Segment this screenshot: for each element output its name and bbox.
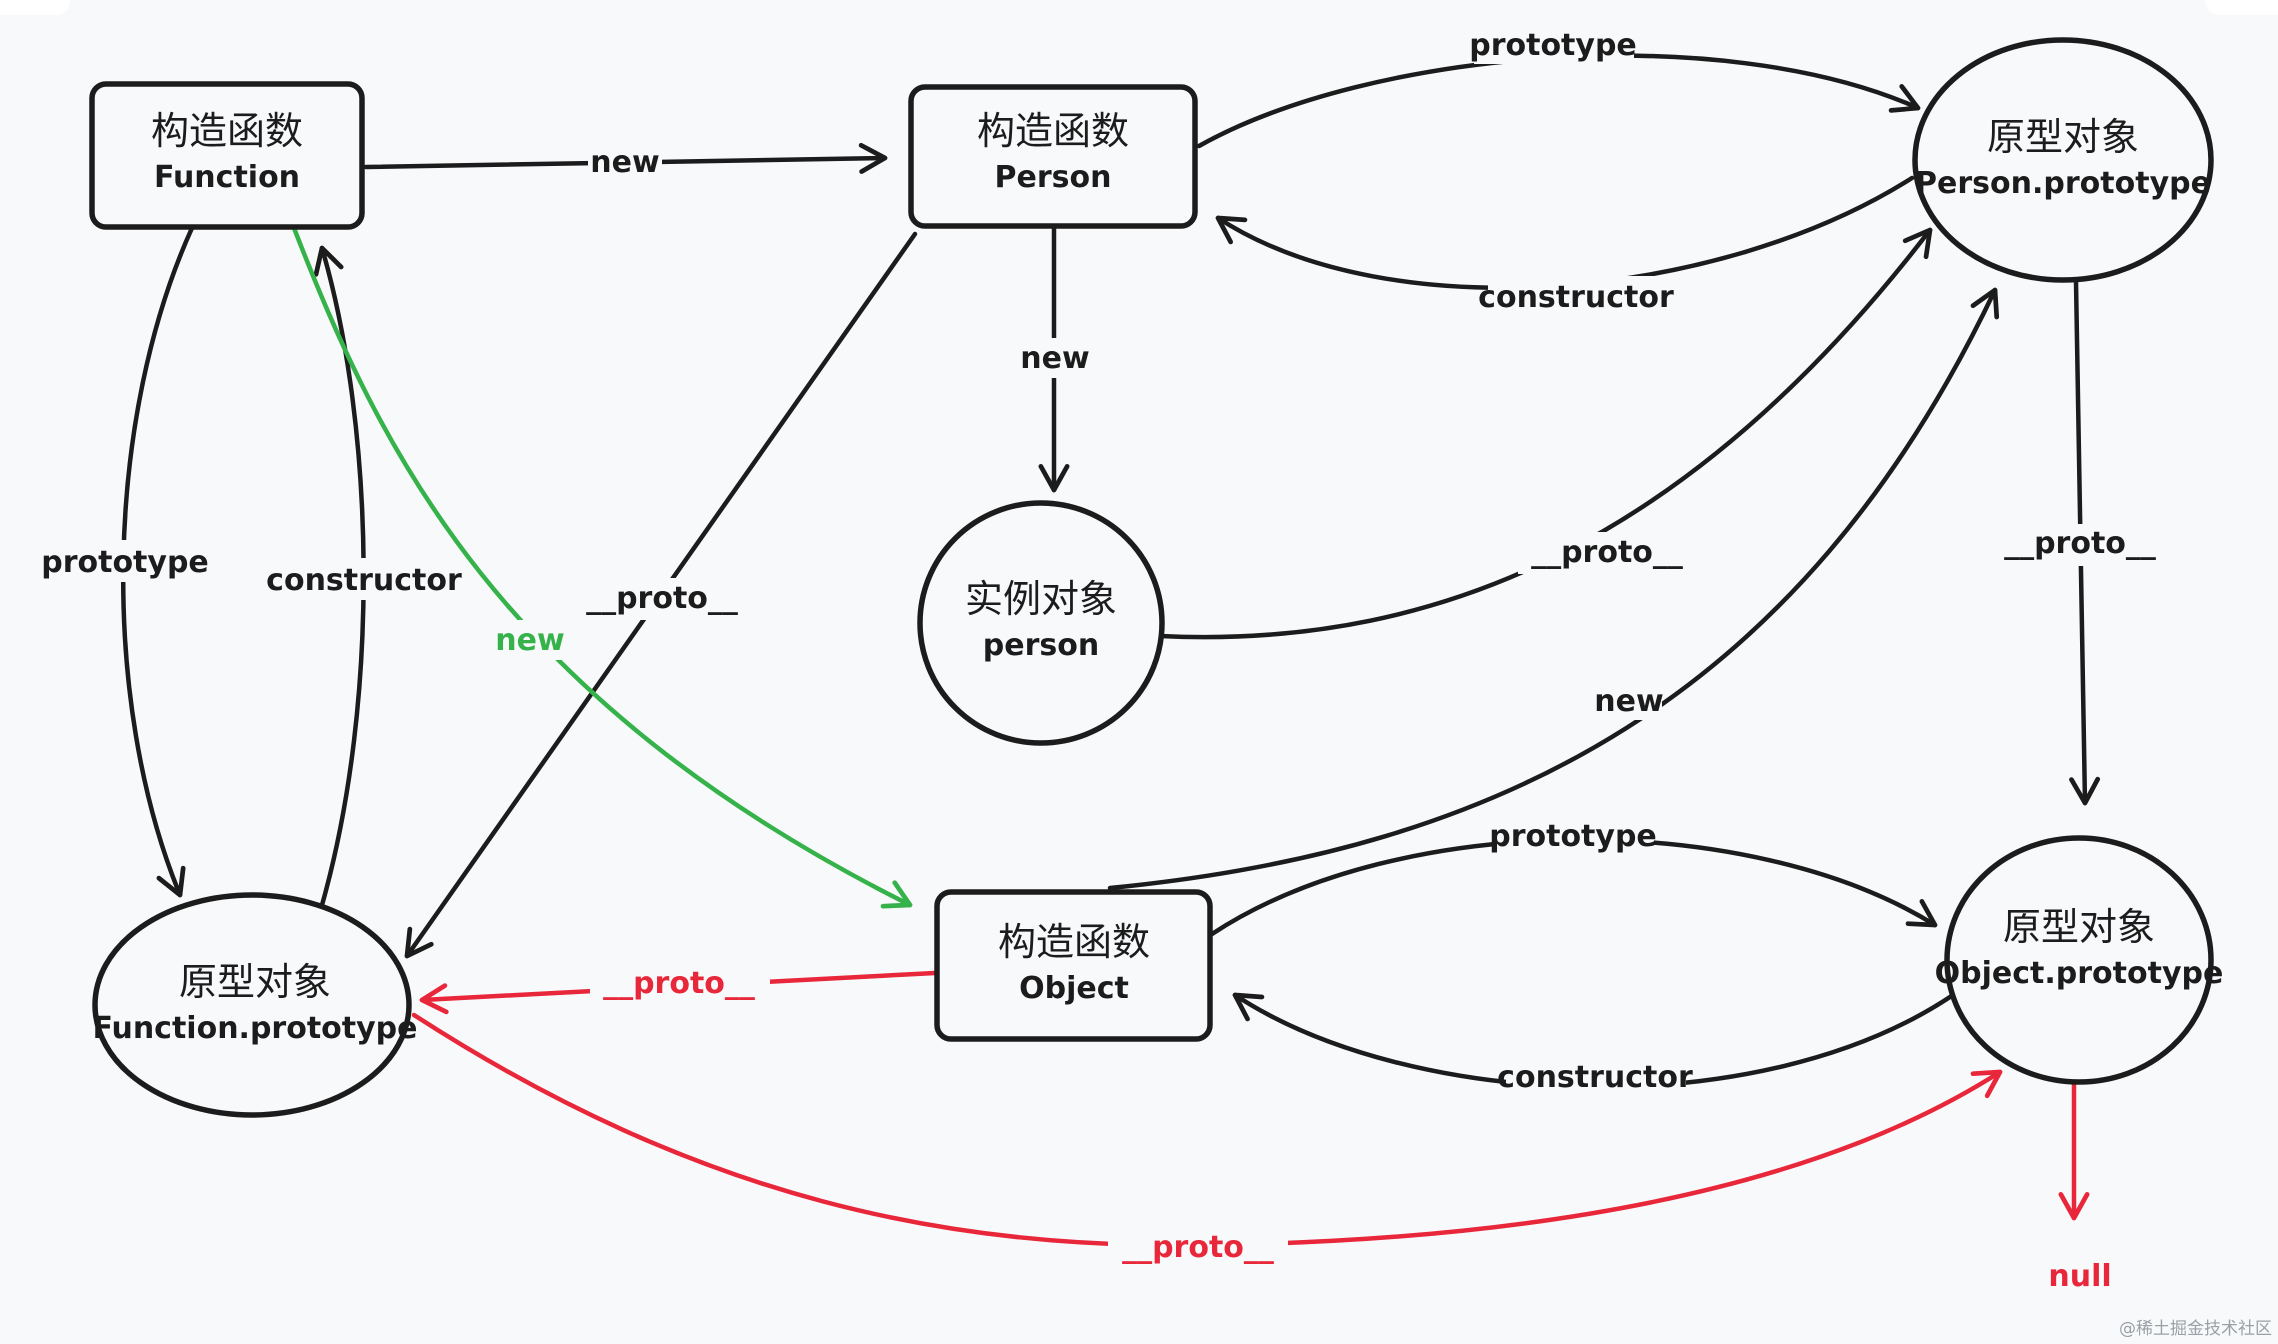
edge-function-new-object <box>291 225 913 909</box>
function-proto-subtitle: Function.prototype <box>92 1011 417 1046</box>
node-person-constructor: 构造函数 Person <box>908 84 1198 229</box>
label-function-proto-proto: __proto__ <box>1108 1226 1288 1268</box>
instance-title: 实例对象 <box>965 577 1117 621</box>
node-function-constructor: 构造函数 Function <box>89 81 365 230</box>
node-object-constructor: 构造函数 Object <box>934 889 1213 1042</box>
label-function-prototype: prototype <box>41 540 209 582</box>
function-ctor-title: 构造函数 <box>151 109 303 153</box>
label-function-new-object: new <box>495 620 565 660</box>
svg-text:__proto__: __proto__ <box>1122 1230 1274 1265</box>
person-ctor-title: 构造函数 <box>977 109 1129 153</box>
label-person-new-instance: new <box>1020 338 1090 378</box>
person-ctor-subtitle: Person <box>995 160 1112 195</box>
svg-text:constructor: constructor <box>266 563 462 598</box>
label-person-constructor: constructor <box>1478 276 1674 316</box>
node-person-prototype: 原型对象 Person.prototype <box>1912 37 2214 283</box>
svg-text:__proto__: __proto__ <box>2004 526 2156 561</box>
object-proto-title: 原型对象 <box>2003 905 2155 949</box>
svg-text:new: new <box>590 145 659 180</box>
label-person-proto-proto: __proto__ <box>1990 524 2170 566</box>
svg-text:null: null <box>2048 1259 2111 1294</box>
label-instance-proto: __proto__ <box>1518 532 1698 574</box>
edge-person-constructor <box>1215 175 1915 290</box>
corner-card-left <box>0 0 70 15</box>
label-null: null <box>2048 1259 2111 1294</box>
node-person-instance: 实例对象 person <box>917 500 1165 746</box>
label-person-prototype: prototype <box>1469 24 1637 64</box>
label-object-ctor-proto: __proto__ <box>590 962 770 1004</box>
object-proto-subtitle: Object.prototype <box>1935 956 2224 991</box>
node-object-prototype: 原型对象 Object.prototype <box>1935 835 2224 1085</box>
edge-function-proto-proto <box>411 1012 2003 1248</box>
person-proto-subtitle: Person.prototype <box>1915 166 2211 201</box>
label-object-constructor: constructor <box>1497 1056 1693 1098</box>
svg-text:prototype: prototype <box>1469 28 1637 63</box>
svg-text:new: new <box>1020 341 1089 376</box>
svg-text:prototype: prototype <box>1489 819 1657 854</box>
function-proto-title: 原型对象 <box>179 960 331 1004</box>
svg-text:constructor: constructor <box>1497 1060 1693 1095</box>
label-function-new-person: new <box>588 142 662 180</box>
person-proto-title: 原型对象 <box>1987 115 2139 159</box>
label-person-ctor-proto: __proto__ <box>572 578 752 620</box>
svg-text:__proto__: __proto__ <box>586 581 738 616</box>
corner-card-right <box>2205 0 2278 15</box>
svg-text:__proto__: __proto__ <box>603 966 755 1001</box>
watermark: @稀土掘金技术社区 <box>2119 1319 2272 1339</box>
svg-text:prototype: prototype <box>41 545 209 580</box>
edge-person-prototype <box>1196 53 1921 149</box>
function-ctor-subtitle: Function <box>154 160 300 195</box>
node-function-prototype: 原型对象 Function.prototype <box>92 892 418 1118</box>
svg-text:new: new <box>495 623 564 658</box>
svg-text:__proto__: __proto__ <box>1531 535 1683 570</box>
object-ctor-subtitle: Object <box>1019 971 1129 1006</box>
object-ctor-title: 构造函数 <box>998 920 1150 964</box>
label-object-new-person-proto: new <box>1594 680 1664 720</box>
svg-text:constructor: constructor <box>1478 280 1674 315</box>
label-function-constructor: constructor <box>266 558 462 600</box>
edge-object-new-person-proto <box>1107 287 2000 891</box>
label-object-prototype: prototype <box>1489 816 1657 856</box>
svg-text:new: new <box>1594 684 1663 719</box>
instance-subtitle: person <box>983 628 1099 663</box>
